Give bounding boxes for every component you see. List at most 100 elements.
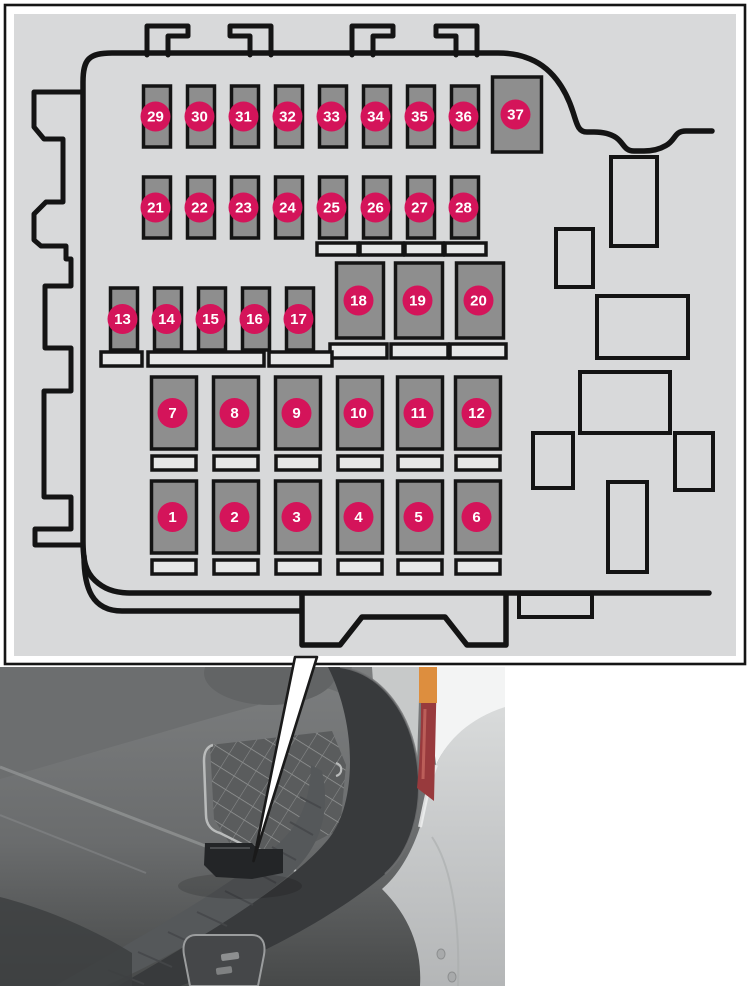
fuse-35: 35 <box>404 84 437 149</box>
trunk-photo-svg <box>0 641 505 986</box>
fuse-number-badge-21 <box>140 192 171 223</box>
fuse-13: 13 <box>107 286 140 352</box>
fuse-7: 7 <box>149 375 199 451</box>
fuse-1: 1 <box>149 479 199 555</box>
fuse-number-badge-28 <box>448 192 479 223</box>
fuse-number-badge-5 <box>403 502 434 532</box>
floor-ridge <box>0 765 209 849</box>
fuse-number-badge-14 <box>151 304 182 334</box>
fuse-26: 26 <box>360 175 393 240</box>
fuse-19: 19 <box>393 261 445 340</box>
fuse-number-24: 24 <box>279 200 296 217</box>
connector-bar-3-1 <box>212 454 260 472</box>
fuse-number-badge-8 <box>219 398 250 428</box>
fuse-number-badge-16 <box>239 304 270 334</box>
fuse-number-badge-13 <box>107 304 138 334</box>
fuse-number-11: 11 <box>411 405 427 422</box>
fuse-number-badge-11 <box>403 398 434 428</box>
top-clip-3 <box>349 23 396 58</box>
fuse-12: 12 <box>453 375 503 451</box>
fuse-24: 24 <box>272 175 305 240</box>
trunk-photo <box>0 641 505 986</box>
relay-box-3 <box>595 294 690 360</box>
floor-ridge-2 <box>0 814 147 874</box>
fuse-14: 14 <box>151 286 184 352</box>
fuse-11: 11 <box>395 375 445 451</box>
fuse-number-10: 10 <box>350 405 367 422</box>
fuse-4: 4 <box>335 479 385 555</box>
fuse-30: 30 <box>184 84 217 149</box>
fuse-number-7: 7 <box>168 405 176 422</box>
bottom-lip <box>81 553 304 614</box>
fuse-28: 28 <box>448 175 481 240</box>
cargo-net-frame <box>202 743 297 873</box>
fuse-number-37: 37 <box>507 107 524 124</box>
fuse-number-6: 6 <box>472 509 480 526</box>
fuse-number-badge-23 <box>228 192 259 223</box>
fuse-number-badge-18 <box>343 285 374 316</box>
fuse-number-29: 29 <box>147 109 164 126</box>
relay-boxes <box>517 155 715 619</box>
relay-box-7 <box>606 480 649 574</box>
taillight-highlight <box>421 708 427 780</box>
fuse-number-31: 31 <box>235 109 252 126</box>
connector-bar-4-3 <box>336 558 384 576</box>
top-clip-1 <box>144 23 191 58</box>
fuse-number-badge-10 <box>343 398 374 428</box>
connector-bar-4-1 <box>212 558 260 576</box>
fuse-15: 15 <box>195 286 228 352</box>
connector-bar-3-4 <box>396 454 444 472</box>
fuse-number-34: 34 <box>367 109 384 126</box>
fuse-number-9: 9 <box>292 405 300 422</box>
fuse-number-badge-26 <box>360 192 391 223</box>
connector-bar-0-3 <box>443 241 488 257</box>
floor-shadow <box>0 897 132 986</box>
body-panel-white <box>424 667 505 765</box>
fuse-number-1: 1 <box>168 509 176 526</box>
connector-bar-2-1 <box>146 350 266 368</box>
fuse-number-16: 16 <box>246 311 263 328</box>
fuse-5: 5 <box>395 479 445 555</box>
fuse-number-badge-35 <box>404 101 435 132</box>
bottom-tabs <box>299 592 509 648</box>
fuse-number-badge-30 <box>184 101 215 132</box>
connector-bar-0-0 <box>315 241 360 257</box>
connector-bar-1-0 <box>328 342 389 360</box>
connector-bar-3-2 <box>274 454 322 472</box>
fuse-10: 10 <box>335 375 385 451</box>
fuse-number-27: 27 <box>411 200 428 217</box>
fuse-number-33: 33 <box>323 109 340 126</box>
tailgate-seal-band <box>118 667 420 986</box>
bumper-crease <box>431 836 460 986</box>
fuse-20: 20 <box>454 261 506 340</box>
fuse-number-badge-2 <box>219 502 250 532</box>
fuse-3: 3 <box>273 479 323 555</box>
top-clip-4 <box>433 23 480 58</box>
fuse-18: 18 <box>334 261 386 340</box>
fuse-number-badge-27 <box>404 192 435 223</box>
fuse-number-badge-6 <box>461 502 492 532</box>
fuse-number-23: 23 <box>235 200 252 217</box>
fuse-31: 31 <box>228 84 261 149</box>
fuse-number-badge-22 <box>184 192 215 223</box>
connector-bar-2-2 <box>267 350 334 368</box>
fuse-number-badge-12 <box>461 398 492 428</box>
relay-box-6 <box>673 431 715 492</box>
connector-bar-2-0 <box>99 350 144 368</box>
fuse-number-32: 32 <box>279 109 296 126</box>
connector-bar-4-0 <box>150 558 198 576</box>
fuse-17: 17 <box>283 286 316 352</box>
connector-bar-3-0 <box>150 454 198 472</box>
fuse-number-8: 8 <box>230 405 238 422</box>
fuse-number-badge-3 <box>281 502 312 532</box>
fuse-6: 6 <box>453 479 503 555</box>
fuse-23: 23 <box>228 175 261 240</box>
fuse-number-13: 13 <box>114 311 131 328</box>
fuse-number-badge-4 <box>343 502 374 532</box>
seal-edge-highlight <box>339 666 420 875</box>
fuse-number-badge-32 <box>272 101 303 132</box>
fuse-32: 32 <box>272 84 305 149</box>
fuse-number-badge-7 <box>157 398 188 428</box>
